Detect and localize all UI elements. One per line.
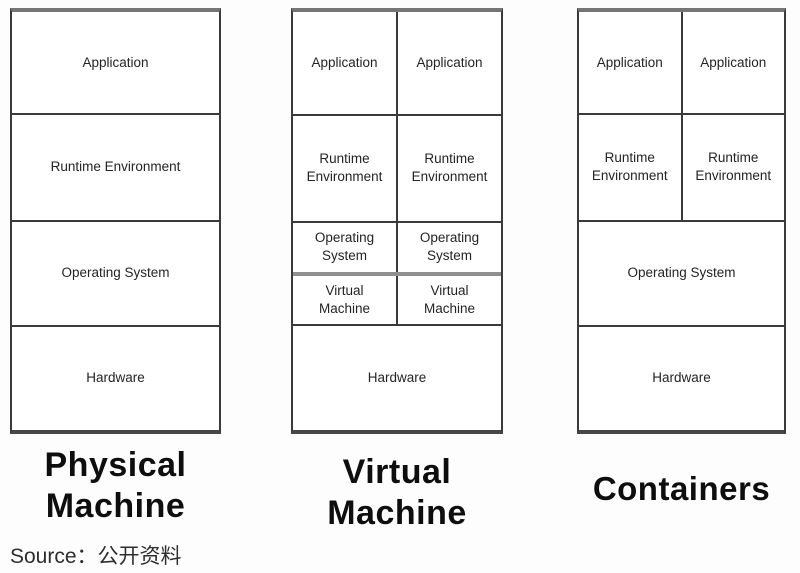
stack-containers: Application Application Runtime Environm…	[577, 8, 786, 434]
layer-hardware: Hardware	[367, 369, 427, 385]
physical-row-runtime: Runtime Environment	[12, 113, 219, 219]
stack-virtual-machine: Application Application Runtime Environm…	[291, 8, 503, 434]
layer-hardware: Hardware	[86, 370, 145, 386]
label-virtual-machine: Virtual Machine	[327, 453, 467, 533]
containers-row-os: Operating System	[579, 219, 784, 325]
layer-application: Application	[311, 54, 378, 70]
virtual-row-runtime: Runtime Environment Runtime Environment	[293, 114, 501, 221]
layer-application: Application	[82, 54, 149, 70]
layer-hardware: Hardware	[652, 370, 711, 386]
stack-physical-machine: Application Runtime Environment Operatin…	[10, 8, 221, 434]
layer-operating-system: Operating System	[627, 265, 736, 281]
label-containers: Containers	[592, 470, 771, 507]
physical-row-application: Application	[12, 12, 219, 113]
layer-operating-system: Operating System	[396, 222, 501, 272]
layer-application: Application	[680, 12, 785, 114]
layer-application: Application	[396, 12, 501, 114]
physical-row-hardware: Hardware	[12, 324, 219, 430]
virtual-row-vm: Virtual Machine Virtual Machine	[293, 271, 501, 325]
layer-application: Application	[596, 54, 663, 70]
layer-runtime-environment: Runtime Environment	[50, 159, 181, 175]
layer-runtime-environment: Runtime Environment	[680, 115, 785, 220]
containers-row-runtime: Runtime Environment Runtime Environment	[579, 113, 785, 220]
containers-row-hardware: Hardware	[579, 324, 784, 430]
layer-operating-system: Operating System	[314, 230, 375, 264]
layer-runtime-environment: Runtime Environment	[306, 151, 383, 185]
layer-runtime-environment: Runtime Environment	[396, 116, 501, 221]
label-physical-machine: Physical Machine	[44, 446, 187, 526]
containers-row-application: Application Application	[579, 12, 785, 114]
layer-virtual-machine: Virtual Machine	[318, 282, 371, 316]
physical-row-os: Operating System	[12, 219, 219, 325]
layer-virtual-machine: Virtual Machine	[396, 275, 501, 325]
layer-operating-system: Operating System	[61, 265, 170, 281]
virtual-row-hardware: Hardware	[293, 324, 501, 430]
virtual-row-application: Application Application	[293, 12, 501, 114]
source-text: Source：公开资料	[10, 545, 182, 568]
layer-runtime-environment: Runtime Environment	[591, 150, 668, 184]
virtual-row-os: Operating System Operating System	[293, 220, 501, 272]
